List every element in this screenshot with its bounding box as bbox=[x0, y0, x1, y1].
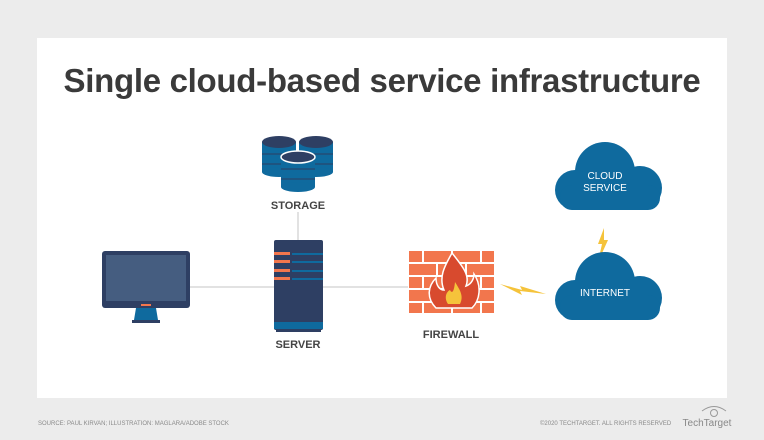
storage-label: STORAGE bbox=[270, 200, 326, 212]
server-label: SERVER bbox=[275, 339, 321, 351]
source-credit: SOURCE: PAUL KIRVAN; ILLUSTRATION: MAGLA… bbox=[38, 421, 229, 427]
cloud-service-icon bbox=[555, 142, 662, 210]
internet-cloud-icon bbox=[555, 252, 662, 320]
cloud-service-line1: CLOUD bbox=[587, 171, 623, 182]
monitor-icon bbox=[102, 251, 190, 323]
storage-icon bbox=[262, 136, 333, 192]
cloud-service-line2: SERVICE bbox=[583, 183, 627, 194]
internet-label: INTERNET bbox=[580, 288, 630, 299]
firewall-icon bbox=[409, 251, 494, 313]
techtarget-logo-icon bbox=[701, 406, 727, 417]
brand-name: TechTarget bbox=[682, 418, 732, 429]
copyright: ©2020 TECHTARGET. ALL RIGHTS RESERVED bbox=[540, 421, 672, 427]
diagram-title: Single cloud-based service infrastructur… bbox=[63, 62, 701, 99]
diagram-panel bbox=[37, 38, 727, 398]
connector-lines bbox=[190, 212, 408, 288]
cloud-service-label: CLOUD SERVICE bbox=[570, 171, 640, 195]
firewall-label: FIREWALL bbox=[422, 329, 480, 341]
server-icon bbox=[274, 240, 323, 332]
lightning-firewall-internet-icon bbox=[500, 284, 546, 295]
